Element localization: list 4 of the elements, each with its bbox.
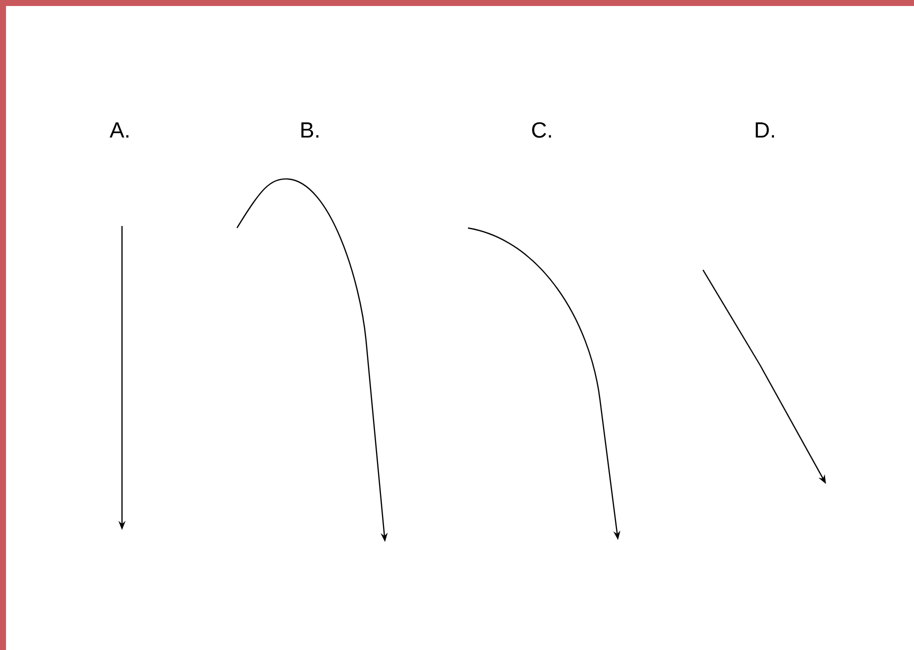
option-letter: A. bbox=[110, 122, 128, 138]
option-letter: D. bbox=[756, 122, 774, 138]
option-letter: C. bbox=[532, 122, 551, 138]
option-letter: B. bbox=[301, 122, 318, 138]
